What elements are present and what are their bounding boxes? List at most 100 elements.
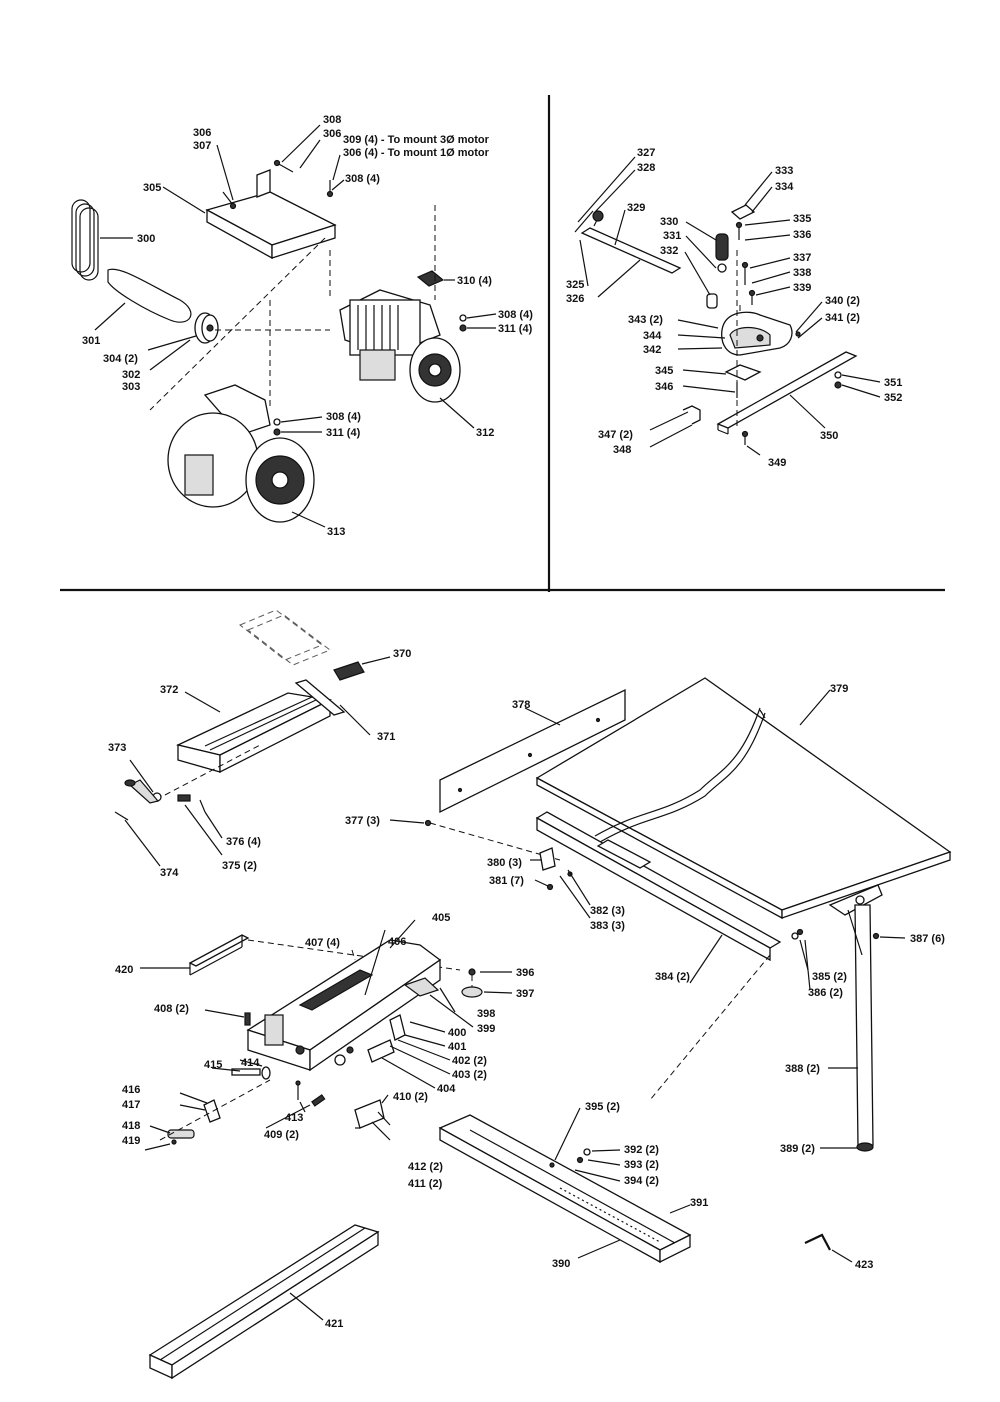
callout-404: 404 <box>437 1083 456 1095</box>
callout-308d: 308 (4) <box>326 411 361 423</box>
callout-325: 325 <box>566 279 584 291</box>
table-insert-372 <box>176 656 391 774</box>
callout-417: 417 <box>122 1099 140 1111</box>
bracket-screws <box>216 124 345 210</box>
lock-knob-374 <box>114 744 261 867</box>
callout-350: 350 <box>820 430 838 442</box>
callout-labels: 300 301 304 (2) 302 303 305 306 307 308 … <box>82 114 945 1330</box>
callout-328: 328 <box>637 162 655 174</box>
callout-327: 327 <box>637 147 655 159</box>
rubber-pad-310 <box>416 270 455 287</box>
callout-415: 415 <box>204 1059 222 1071</box>
callout-347: 347 (2) <box>598 429 633 441</box>
callout-306b: 306 <box>323 128 341 140</box>
miter-assembly-lines <box>736 250 741 430</box>
callout-391: 391 <box>690 1197 708 1209</box>
callout-396: 396 <box>516 967 534 979</box>
blade-guard-assembly <box>140 919 513 1089</box>
callout-338: 338 <box>793 267 811 279</box>
callout-420: 420 <box>115 964 133 976</box>
callout-326: 326 <box>566 293 584 305</box>
callout-405: 405 <box>432 912 450 924</box>
callout-308b: 308 (4) <box>345 173 380 185</box>
callout-384: 384 (2) <box>655 971 690 983</box>
callout-403: 403 (2) <box>452 1069 487 1081</box>
callout-401: 401 <box>448 1041 466 1053</box>
ghost-rail <box>239 609 332 666</box>
callout-376: 376 (4) <box>226 836 261 848</box>
callout-416: 416 <box>122 1084 140 1096</box>
callout-407: 407 (4) <box>305 937 340 949</box>
hex-key-423 <box>804 1233 853 1263</box>
callout-389: 389 (2) <box>780 1143 815 1155</box>
callout-386: 386 (2) <box>808 987 843 999</box>
callout-306a: 306 <box>193 127 211 139</box>
belt-set-300 <box>71 199 133 281</box>
lock-assembly <box>144 1059 391 1151</box>
miter-gauge-assembly <box>574 156 881 456</box>
callout-371: 371 <box>377 731 395 743</box>
callout-374: 374 <box>160 867 179 879</box>
callout-313: 313 <box>327 526 345 538</box>
callout-379: 379 <box>830 683 848 695</box>
callout-305: 305 <box>143 182 161 194</box>
callout-423: 423 <box>855 1259 873 1271</box>
callout-381: 381 (7) <box>489 875 524 887</box>
callout-346: 346 <box>655 381 673 393</box>
callout-349: 349 <box>768 457 786 469</box>
callout-312: 312 <box>476 427 494 439</box>
screw-332 <box>684 251 718 309</box>
plate-345 <box>682 364 762 398</box>
callout-393: 393 (2) <box>624 1159 659 1171</box>
callout-409: 409 (2) <box>264 1129 299 1141</box>
miter-screws <box>735 219 791 305</box>
pulley-304 <box>147 312 219 371</box>
belt-301 <box>94 268 192 331</box>
callout-344: 344 <box>643 330 662 342</box>
knob-330 <box>685 221 729 273</box>
callout-301: 301 <box>82 335 100 347</box>
callout-300: 300 <box>137 233 155 245</box>
callout-414: 414 <box>241 1057 260 1069</box>
callout-329: 329 <box>627 202 645 214</box>
callout-394: 394 (2) <box>624 1175 659 1187</box>
callout-345: 345 <box>655 365 673 377</box>
callout-311a: 311 (4) <box>498 323 533 335</box>
callout-332: 332 <box>660 245 678 257</box>
callout-311b: 311 (4) <box>326 427 361 439</box>
callout-341: 341 (2) <box>825 312 860 324</box>
callout-412: 412 (2) <box>408 1161 443 1173</box>
motor-assembly-lines <box>149 205 436 411</box>
callout-302: 302 <box>122 369 140 381</box>
bracket-380 <box>530 847 591 919</box>
callout-400: 400 <box>448 1027 466 1039</box>
rod-329 <box>574 156 682 274</box>
callout-308a: 308 <box>323 114 341 126</box>
callout-382: 382 (3) <box>590 905 625 917</box>
callout-342: 342 <box>643 344 661 356</box>
callout-375: 375 (2) <box>222 860 257 872</box>
callout-408: 408 (2) <box>154 1003 189 1015</box>
table-379 <box>535 677 952 920</box>
callout-343: 343 (2) <box>628 314 663 326</box>
callout-306c: 306 (4) - To mount 1Ø motor <box>343 147 490 159</box>
callout-385: 385 (2) <box>812 971 847 983</box>
callout-402: 402 (2) <box>452 1055 487 1067</box>
callout-309: 309 (4) - To mount 3Ø motor <box>343 134 490 146</box>
callout-397: 397 <box>516 988 534 1000</box>
motor-bracket-305 <box>162 169 337 260</box>
callout-370: 370 <box>393 648 411 660</box>
callout-310: 310 (4) <box>457 275 492 287</box>
callout-410: 410 (2) <box>393 1091 428 1103</box>
callout-340: 340 (2) <box>825 295 860 307</box>
callout-380: 380 (3) <box>487 857 522 869</box>
motor-313 <box>167 384 326 528</box>
callout-335: 335 <box>793 213 811 225</box>
callout-351: 351 <box>884 377 902 389</box>
callout-336: 336 <box>793 229 811 241</box>
callout-303: 303 <box>122 381 140 393</box>
callout-411: 411 (2) <box>408 1178 443 1190</box>
callout-331: 331 <box>663 230 681 242</box>
callout-304: 304 (2) <box>103 353 138 365</box>
